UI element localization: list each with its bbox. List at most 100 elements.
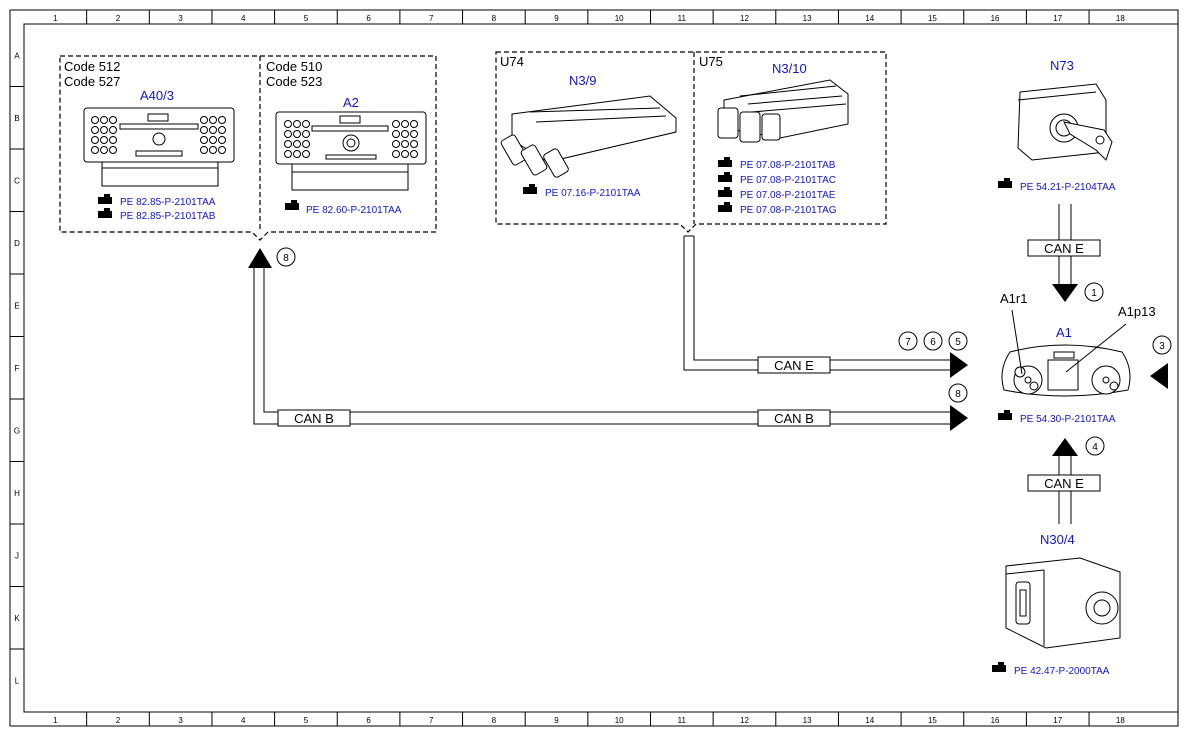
component-n30-4: N30/4 xyxy=(1040,532,1075,547)
column-label-bottom: 9 xyxy=(554,716,559,725)
ref-a1-1: PE 54.30-P-2101TAA xyxy=(1020,414,1116,425)
arrow-left-right-edge xyxy=(1150,363,1168,389)
ref-n3-10-1: PE 07.08-P-2101TAB xyxy=(740,160,836,171)
ecu-u74-code: U74 xyxy=(500,54,524,69)
ref-icon xyxy=(998,178,1012,188)
column-label-top: 18 xyxy=(1116,14,1125,23)
bus-box-lower-right xyxy=(1027,474,1101,492)
bus-label-middle: CAN E xyxy=(774,358,814,373)
svg-text:8: 8 xyxy=(955,389,961,400)
column-label-top: 4 xyxy=(241,14,246,23)
bus-label-top-right: CAN E xyxy=(1044,241,1084,256)
marker-ecu-7: 7 xyxy=(898,331,918,351)
row-label: A xyxy=(14,51,20,60)
column-label-bottom: 1 xyxy=(53,716,58,725)
component-n73: N73 xyxy=(1050,58,1074,73)
column-label-top: 1 xyxy=(53,14,58,23)
radio-unit-a2 xyxy=(275,111,427,191)
arrow-down-ignition xyxy=(1052,284,1078,302)
marker-canb: 8 xyxy=(948,383,968,403)
svg-text:8: 8 xyxy=(283,253,289,264)
column-label-bottom: 3 xyxy=(178,716,183,725)
column-label-bottom: 13 xyxy=(803,716,812,725)
row-label: D xyxy=(14,239,20,248)
component-a1: A1 xyxy=(1056,325,1072,340)
radio-right-code-2: Code 523 xyxy=(266,74,322,89)
bus-box-top-right xyxy=(1027,239,1101,257)
row-label: L xyxy=(15,676,20,685)
svg-text:5: 5 xyxy=(955,337,961,348)
column-label-bottom: 17 xyxy=(1053,716,1062,725)
arrow-up-radio xyxy=(248,248,272,268)
ref-icon xyxy=(523,184,537,194)
bus-label-bottom-right: CAN B xyxy=(774,411,814,426)
svg-text:4: 4 xyxy=(1092,442,1098,453)
component-n3-10: N3/10 xyxy=(772,61,807,76)
bus-label-bottom-left: CAN B xyxy=(294,411,334,426)
ref-n73-1: PE 54.21-P-2104TAA xyxy=(1020,182,1116,193)
radio-group xyxy=(59,55,437,241)
ref-icon xyxy=(718,172,732,182)
svg-text:1: 1 xyxy=(1091,288,1097,299)
column-label-bottom: 12 xyxy=(740,716,749,725)
can-b-line xyxy=(253,268,952,425)
ecu-n3-10-drawing xyxy=(717,79,849,143)
column-label-top: 12 xyxy=(740,14,749,23)
column-label-bottom: 18 xyxy=(1116,716,1125,725)
column-label-top: 13 xyxy=(803,14,812,23)
bus-box-middle xyxy=(757,356,831,374)
column-label-top: 15 xyxy=(928,14,937,23)
column-label-top: 8 xyxy=(492,14,497,23)
arrow-up-esp xyxy=(1052,438,1078,456)
column-label-bottom: 6 xyxy=(366,716,371,725)
ref-n30-4-1: PE 42.47-P-2000TAA xyxy=(1014,666,1110,677)
component-a1p13: A1p13 xyxy=(1118,304,1156,319)
row-label: E xyxy=(14,301,19,310)
ignition-switch-drawing xyxy=(1017,83,1113,161)
bus-box-bottom-right xyxy=(757,409,831,427)
radio-right-code-1: Code 510 xyxy=(266,59,322,74)
marker-esp-up: 4 xyxy=(1085,436,1105,456)
ref-icon xyxy=(998,410,1012,420)
ref-a40-3-2: PE 82.85-P-2101TAB xyxy=(120,211,216,222)
column-label-bottom: 7 xyxy=(429,716,434,725)
row-label: B xyxy=(14,114,19,123)
column-label-bottom: 2 xyxy=(116,716,121,725)
svg-text:6: 6 xyxy=(930,337,936,348)
column-label-top: 17 xyxy=(1053,14,1062,23)
arrow-right-can-e xyxy=(950,352,968,378)
column-label-top: 2 xyxy=(116,14,121,23)
ref-icon xyxy=(718,187,732,197)
component-a40-3: A40/3 xyxy=(140,88,174,103)
ref-n3-10-4: PE 07.08-P-2101TAG xyxy=(740,205,837,216)
ecu-n3-9-drawing xyxy=(500,95,677,178)
marker-ecu-6: 6 xyxy=(923,331,943,351)
ref-n3-10-3: PE 07.08-P-2101TAE xyxy=(740,190,836,201)
column-label-top: 10 xyxy=(615,14,624,23)
can-e-ecu-line xyxy=(683,235,952,371)
ecu-group xyxy=(495,51,887,233)
esp-unit-drawing xyxy=(1005,557,1121,649)
marker-ignition-down: 1 xyxy=(1084,282,1104,302)
column-label-top: 6 xyxy=(366,14,371,23)
column-label-bottom: 5 xyxy=(304,716,309,725)
row-label: J xyxy=(15,551,19,560)
column-ruler: 1122334455667788991010111112121313141415… xyxy=(53,10,1125,726)
row-label: K xyxy=(14,614,20,623)
ref-icon xyxy=(98,194,112,204)
ref-n3-10-2: PE 07.08-P-2101TAC xyxy=(740,175,836,186)
column-label-top: 11 xyxy=(678,14,687,23)
ecu-u75-code: U75 xyxy=(699,54,723,69)
column-label-top: 3 xyxy=(178,14,183,23)
column-label-bottom: 10 xyxy=(615,716,624,725)
column-label-top: 7 xyxy=(429,14,434,23)
bus-label-lower-right: CAN E xyxy=(1044,476,1084,491)
column-label-top: 14 xyxy=(865,14,874,23)
ref-icon xyxy=(718,202,732,212)
column-label-top: 5 xyxy=(304,14,309,23)
marker-right-in: 3 xyxy=(1152,335,1172,355)
marker-radio-up: 8 xyxy=(276,247,296,267)
component-a1r1: A1r1 xyxy=(1000,291,1027,306)
bus-box-bottom-left xyxy=(277,409,351,427)
